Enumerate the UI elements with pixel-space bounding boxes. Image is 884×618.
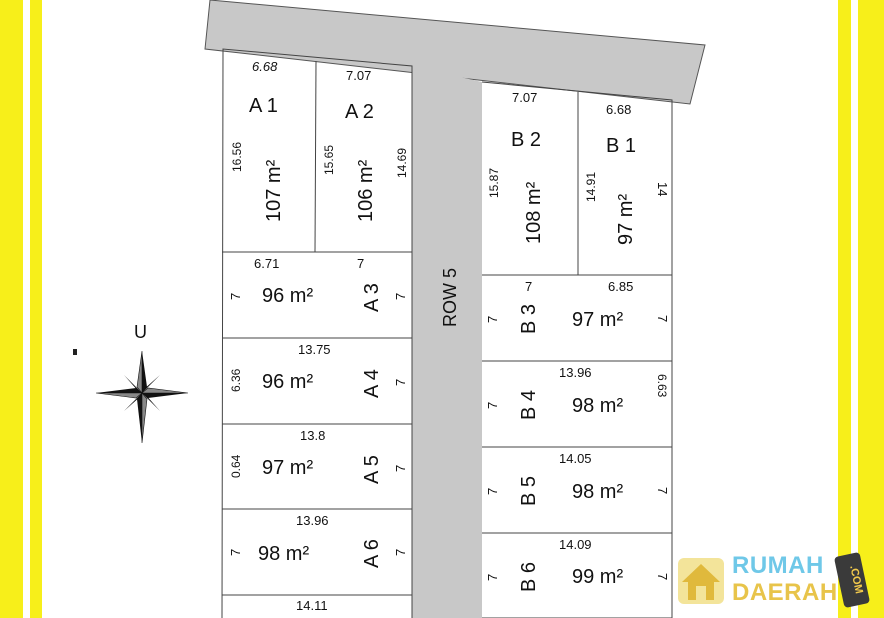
road-vertical [412, 66, 482, 618]
b6-name: B 6 [518, 562, 540, 592]
b6-top-dim: 14.09 [559, 537, 592, 552]
brand-watermark: RUMAH DAERAH .COM [674, 551, 874, 612]
small-mark [73, 349, 77, 355]
a5-right-dim: 7 [393, 465, 408, 472]
a4-top-dim: 13.75 [298, 342, 331, 357]
a4-name: A 4 [361, 369, 383, 398]
a5-top-dim: 13.8 [300, 428, 325, 443]
a3-right-dim: 7 [393, 293, 408, 300]
a3-top-dim-b: 7 [357, 256, 364, 271]
compass-rose-icon [95, 350, 189, 444]
a2-name: A 2 [345, 101, 374, 123]
a6-area: 98 m² [258, 543, 309, 565]
a5-name: A 5 [361, 455, 383, 484]
road-horizontal [204, 0, 706, 105]
a1-top-dim: 6.68 [252, 59, 278, 74]
road-label: ROW 5 [440, 268, 460, 327]
a6-right-dim: 7 [393, 549, 408, 556]
a2-top-dim: 7.07 [346, 68, 371, 83]
b5-left-dim: 7 [485, 488, 500, 495]
block-a-outline [221, 48, 413, 618]
b1-name: B 1 [606, 135, 636, 157]
a4-left-dim: 6.36 [229, 368, 243, 392]
a6-name: A 6 [361, 539, 383, 568]
b2-left-dim: 15.87 [487, 168, 501, 198]
brand-badge: .COM [833, 551, 871, 609]
b4-name: B 4 [518, 390, 540, 420]
brand-line2: DAERAH [732, 579, 838, 606]
brand-badge-text: .COM [847, 564, 865, 595]
a6-left-dim: 7 [228, 549, 243, 556]
b6-area: 99 m² [572, 566, 623, 588]
b3-top-dim-a: 7 [525, 279, 532, 294]
a6-top-dim: 13.96 [296, 513, 329, 528]
a2-area: 106 m² [355, 159, 377, 222]
frame-left-outer [0, 0, 23, 618]
b4-area: 98 m² [572, 395, 623, 417]
b1-right-dim: 14 [655, 182, 670, 196]
b5-top-dim: 14.05 [559, 451, 592, 466]
frame-left-inner [30, 0, 42, 618]
brand-line1: RUMAH [732, 552, 824, 579]
b1-left-dim: 14.91 [584, 172, 598, 202]
a2-left-dim: 15.65 [322, 145, 336, 175]
a1-area: 107 m² [263, 159, 285, 222]
block-b-outline [481, 81, 673, 618]
house-icon [678, 558, 724, 604]
b2-name: B 2 [511, 129, 541, 151]
a1-left-dim: 16.56 [230, 142, 244, 172]
b4-right-dim: 6.63 [655, 374, 669, 398]
b4-top-dim: 13.96 [559, 365, 592, 380]
b3-top-dim-b: 6.85 [608, 279, 633, 294]
b5-area: 98 m² [572, 481, 623, 503]
b2-top-dim: 7.07 [512, 90, 537, 105]
b1-top-dim: 6.68 [606, 102, 631, 117]
b4-left-dim: 7 [485, 402, 500, 409]
b1-area: 97 m² [615, 194, 637, 245]
frame-right-outer [858, 0, 884, 618]
b2-area: 108 m² [523, 181, 545, 244]
a4-area: 96 m² [262, 371, 313, 393]
a3-name: A 3 [361, 283, 383, 312]
a3-top-dim-a: 6.71 [254, 256, 279, 271]
a3-area: 96 m² [262, 285, 313, 307]
a5-left-dim: 0.64 [229, 454, 243, 478]
b5-name: B 5 [518, 476, 540, 506]
a3-left-dim: 7 [228, 293, 243, 300]
a5-area: 97 m² [262, 457, 313, 479]
b3-area: 97 m² [572, 309, 623, 331]
b3-left-dim: 7 [485, 316, 500, 323]
b5-right-dim: 7 [655, 487, 670, 494]
frame-right-inner [838, 0, 851, 618]
b6-left-dim: 7 [485, 574, 500, 581]
a1-name: A 1 [249, 95, 278, 117]
b6-right-dim: 7 [655, 573, 670, 580]
b3-name: B 3 [518, 304, 540, 334]
a4-right-dim: 7 [393, 379, 408, 386]
a7-top-dim: 14.11 [296, 598, 328, 613]
b3-right-dim: 7 [655, 315, 670, 322]
compass-north-label: U [134, 322, 147, 342]
a2-right-dim: 14.69 [395, 148, 409, 178]
line-a1-a2 [314, 60, 317, 253]
